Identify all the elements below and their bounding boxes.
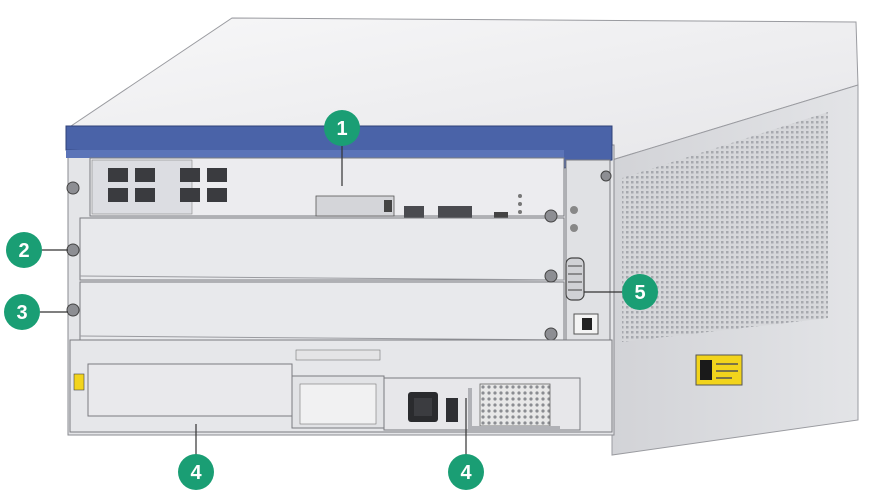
psu-slot-left bbox=[87, 363, 293, 417]
psu-vent bbox=[479, 383, 551, 427]
callout-4b-label: 4 bbox=[460, 462, 472, 484]
callout-4b: 4 bbox=[448, 454, 484, 490]
callout-4a: 4 bbox=[178, 454, 214, 490]
callout-4a-label: 4 bbox=[190, 462, 202, 484]
callout-2-label: 2 bbox=[18, 240, 29, 262]
callout-1: 1 bbox=[324, 110, 360, 146]
module-slot-2 bbox=[79, 217, 565, 281]
callout-1-label: 1 bbox=[336, 118, 347, 140]
callout-2: 2 bbox=[6, 232, 42, 268]
mgmt-ports bbox=[404, 206, 508, 220]
leader-lines bbox=[40, 146, 622, 456]
power-switch bbox=[446, 398, 458, 422]
callout-3-label: 3 bbox=[16, 302, 27, 324]
sfp-port-group-b bbox=[180, 168, 227, 202]
side-vent bbox=[622, 112, 828, 342]
callout-5: 5 bbox=[622, 274, 658, 310]
sfp-port-group-a bbox=[108, 168, 155, 202]
callout-3: 3 bbox=[4, 294, 40, 330]
fan-handle bbox=[565, 257, 585, 301]
callout-5-label: 5 bbox=[634, 282, 645, 304]
module-slot-3 bbox=[79, 281, 565, 341]
